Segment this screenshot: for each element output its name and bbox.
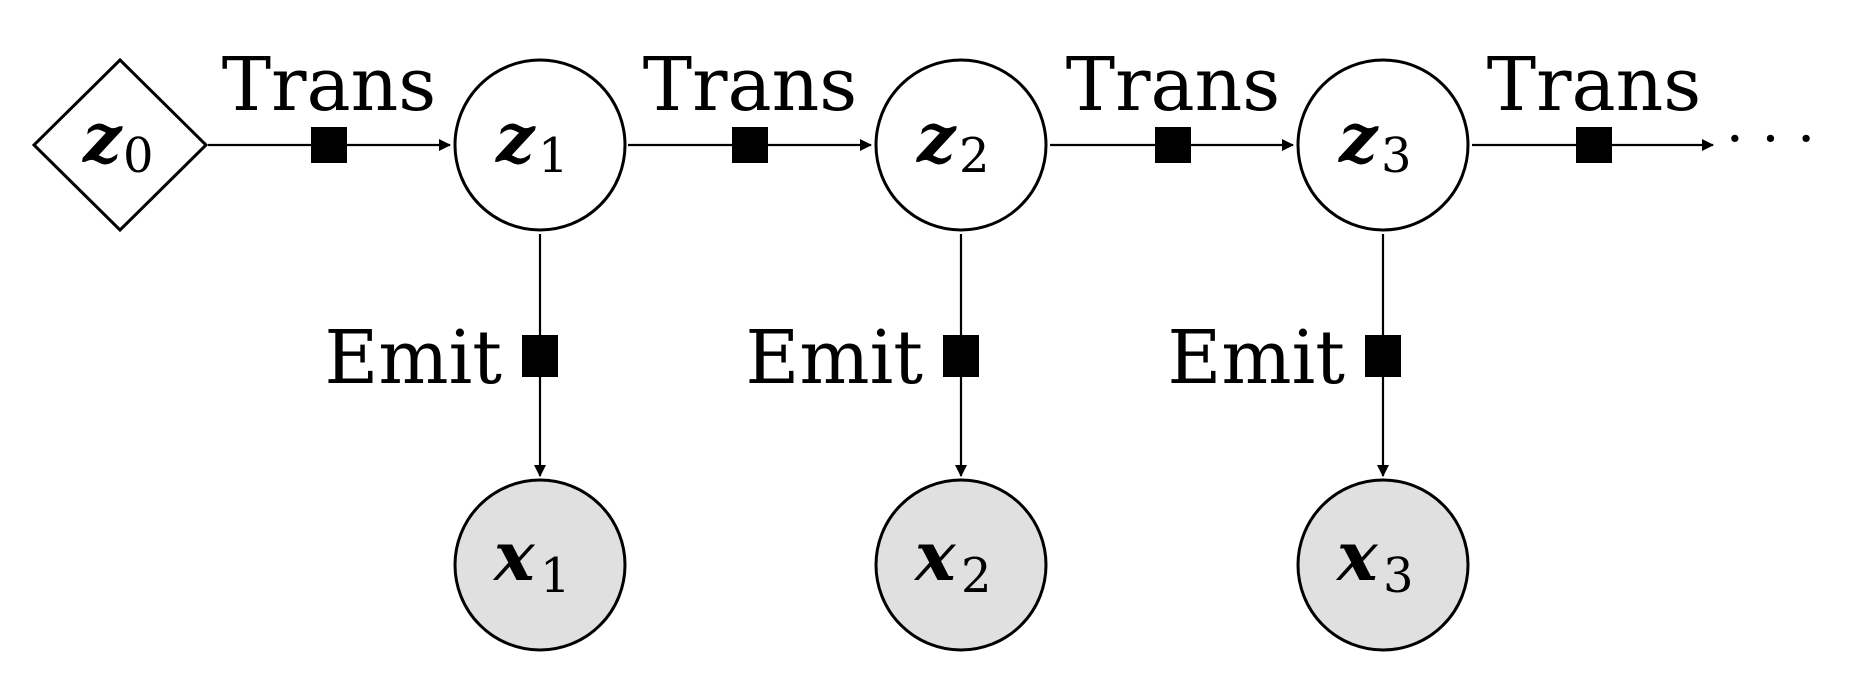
transition-label: Trans — [222, 42, 436, 128]
node-subscript: 0 — [123, 128, 154, 184]
observed-node-x3: x 3 — [1296, 478, 1470, 652]
node-subscript: 3 — [1381, 128, 1412, 184]
transition-label: Trans — [1487, 42, 1701, 128]
observed-node-x1: x 1 — [453, 478, 627, 652]
node-symbol: x — [913, 517, 957, 597]
transition-factor — [311, 127, 347, 163]
node-symbol: z — [916, 99, 957, 179]
node-subscript: 1 — [538, 128, 569, 184]
emission-label: Emit — [1167, 315, 1345, 401]
node-symbol: z — [1338, 99, 1379, 179]
node-subscript: 2 — [961, 548, 992, 604]
transition-label: Trans — [1066, 42, 1280, 128]
node-circle — [874, 478, 1048, 652]
node-circle — [1296, 58, 1470, 232]
emission-label: Emit — [324, 315, 502, 401]
node-circle — [1296, 478, 1470, 652]
node-subscript: 1 — [540, 548, 571, 604]
emission-factor — [522, 335, 558, 377]
continuation-ellipsis: · · · — [1726, 107, 1815, 172]
node-symbol: x — [1335, 517, 1379, 597]
diamond-shape — [31, 57, 209, 233]
node-circle — [453, 58, 627, 232]
node-symbol: z — [82, 99, 123, 179]
node-subscript: 3 — [1383, 548, 1414, 604]
transition-factor — [1576, 127, 1612, 163]
node-symbol: z — [495, 99, 536, 179]
transition-factor — [1155, 127, 1191, 163]
latent-node-z2: z 2 — [874, 58, 1048, 232]
emission-factor — [943, 335, 979, 377]
observed-node-x2: x 2 — [874, 478, 1048, 652]
transition-label: Trans — [643, 42, 857, 128]
latent-node-z3: z 3 — [1296, 58, 1470, 232]
latent-node-z1: z 1 — [453, 58, 627, 232]
node-subscript: 2 — [959, 128, 990, 184]
emission-label: Emit — [745, 315, 923, 401]
initial-state-node: z 0 — [31, 57, 209, 233]
node-circle — [874, 58, 1048, 232]
emission-factor — [1365, 335, 1401, 377]
transition-factor — [732, 127, 768, 163]
node-symbol: x — [492, 517, 536, 597]
node-circle — [453, 478, 627, 652]
